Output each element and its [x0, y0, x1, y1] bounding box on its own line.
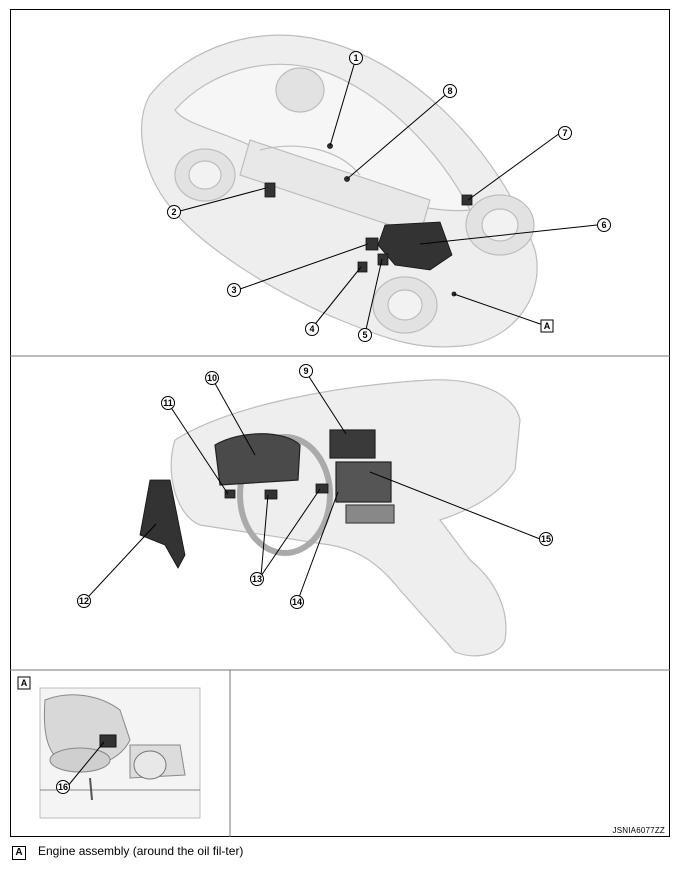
svg-text:16: 16	[58, 782, 68, 792]
callout-11: 11	[161, 396, 175, 410]
svg-text:A: A	[544, 321, 551, 331]
dashboard-components	[139, 479, 329, 569]
svg-text:6: 6	[601, 220, 606, 230]
callout-5: 5	[358, 328, 372, 342]
callout-3: 3	[227, 283, 241, 297]
svg-text:2: 2	[171, 207, 176, 217]
svg-text:14: 14	[292, 597, 302, 607]
svg-text:8: 8	[447, 86, 452, 96]
part-3	[365, 237, 379, 251]
car-illustration	[140, 34, 538, 348]
callout-7: 7	[558, 126, 572, 140]
part-13-right	[315, 483, 329, 494]
legend-tag: A	[12, 846, 26, 860]
callout-14: 14	[290, 595, 304, 609]
svg-text:12: 12	[79, 596, 89, 606]
part-12	[139, 479, 186, 569]
callout-8: 8	[443, 84, 457, 98]
callout-9: 9	[299, 364, 313, 378]
svg-text:3: 3	[231, 285, 236, 295]
dashboard-illustration	[170, 379, 521, 657]
figure-code: JSNIA6077ZZ	[612, 826, 665, 835]
callout-2: 2	[167, 205, 181, 219]
part-2	[264, 182, 276, 198]
callout-6: 6	[597, 218, 611, 232]
svg-text:5: 5	[362, 330, 367, 340]
part-11	[224, 489, 236, 499]
legend-text: Engine assembly (around the oil fil-ter)	[38, 844, 244, 858]
callout-4: 4	[305, 322, 319, 336]
part-13-left	[264, 489, 278, 500]
part-5	[377, 253, 389, 266]
diagram-frame	[10, 9, 670, 837]
svg-text:9: 9	[303, 366, 308, 376]
part-4	[357, 261, 368, 273]
callout-10: 10	[205, 371, 219, 385]
callout-1: 1	[349, 51, 363, 65]
svg-text:A: A	[21, 678, 28, 688]
view-label-a-main: A	[540, 319, 554, 333]
svg-text:11: 11	[163, 398, 173, 408]
callout-13: 13	[250, 572, 264, 586]
part-7	[461, 194, 473, 206]
svg-text:4: 4	[309, 324, 314, 334]
leader-lines	[66, 57, 598, 788]
car-components	[264, 143, 473, 297]
view-label-a-inset: A	[17, 676, 31, 690]
callout-12: 12	[77, 594, 91, 608]
svg-text:13: 13	[252, 574, 262, 584]
svg-text:1: 1	[353, 53, 358, 63]
callout-16: 16	[56, 780, 70, 794]
callout-15: 15	[539, 532, 553, 546]
inset-engine-illustration	[39, 687, 201, 819]
svg-text:10: 10	[207, 373, 217, 383]
svg-text:15: 15	[541, 534, 551, 544]
svg-text:7: 7	[562, 128, 567, 138]
